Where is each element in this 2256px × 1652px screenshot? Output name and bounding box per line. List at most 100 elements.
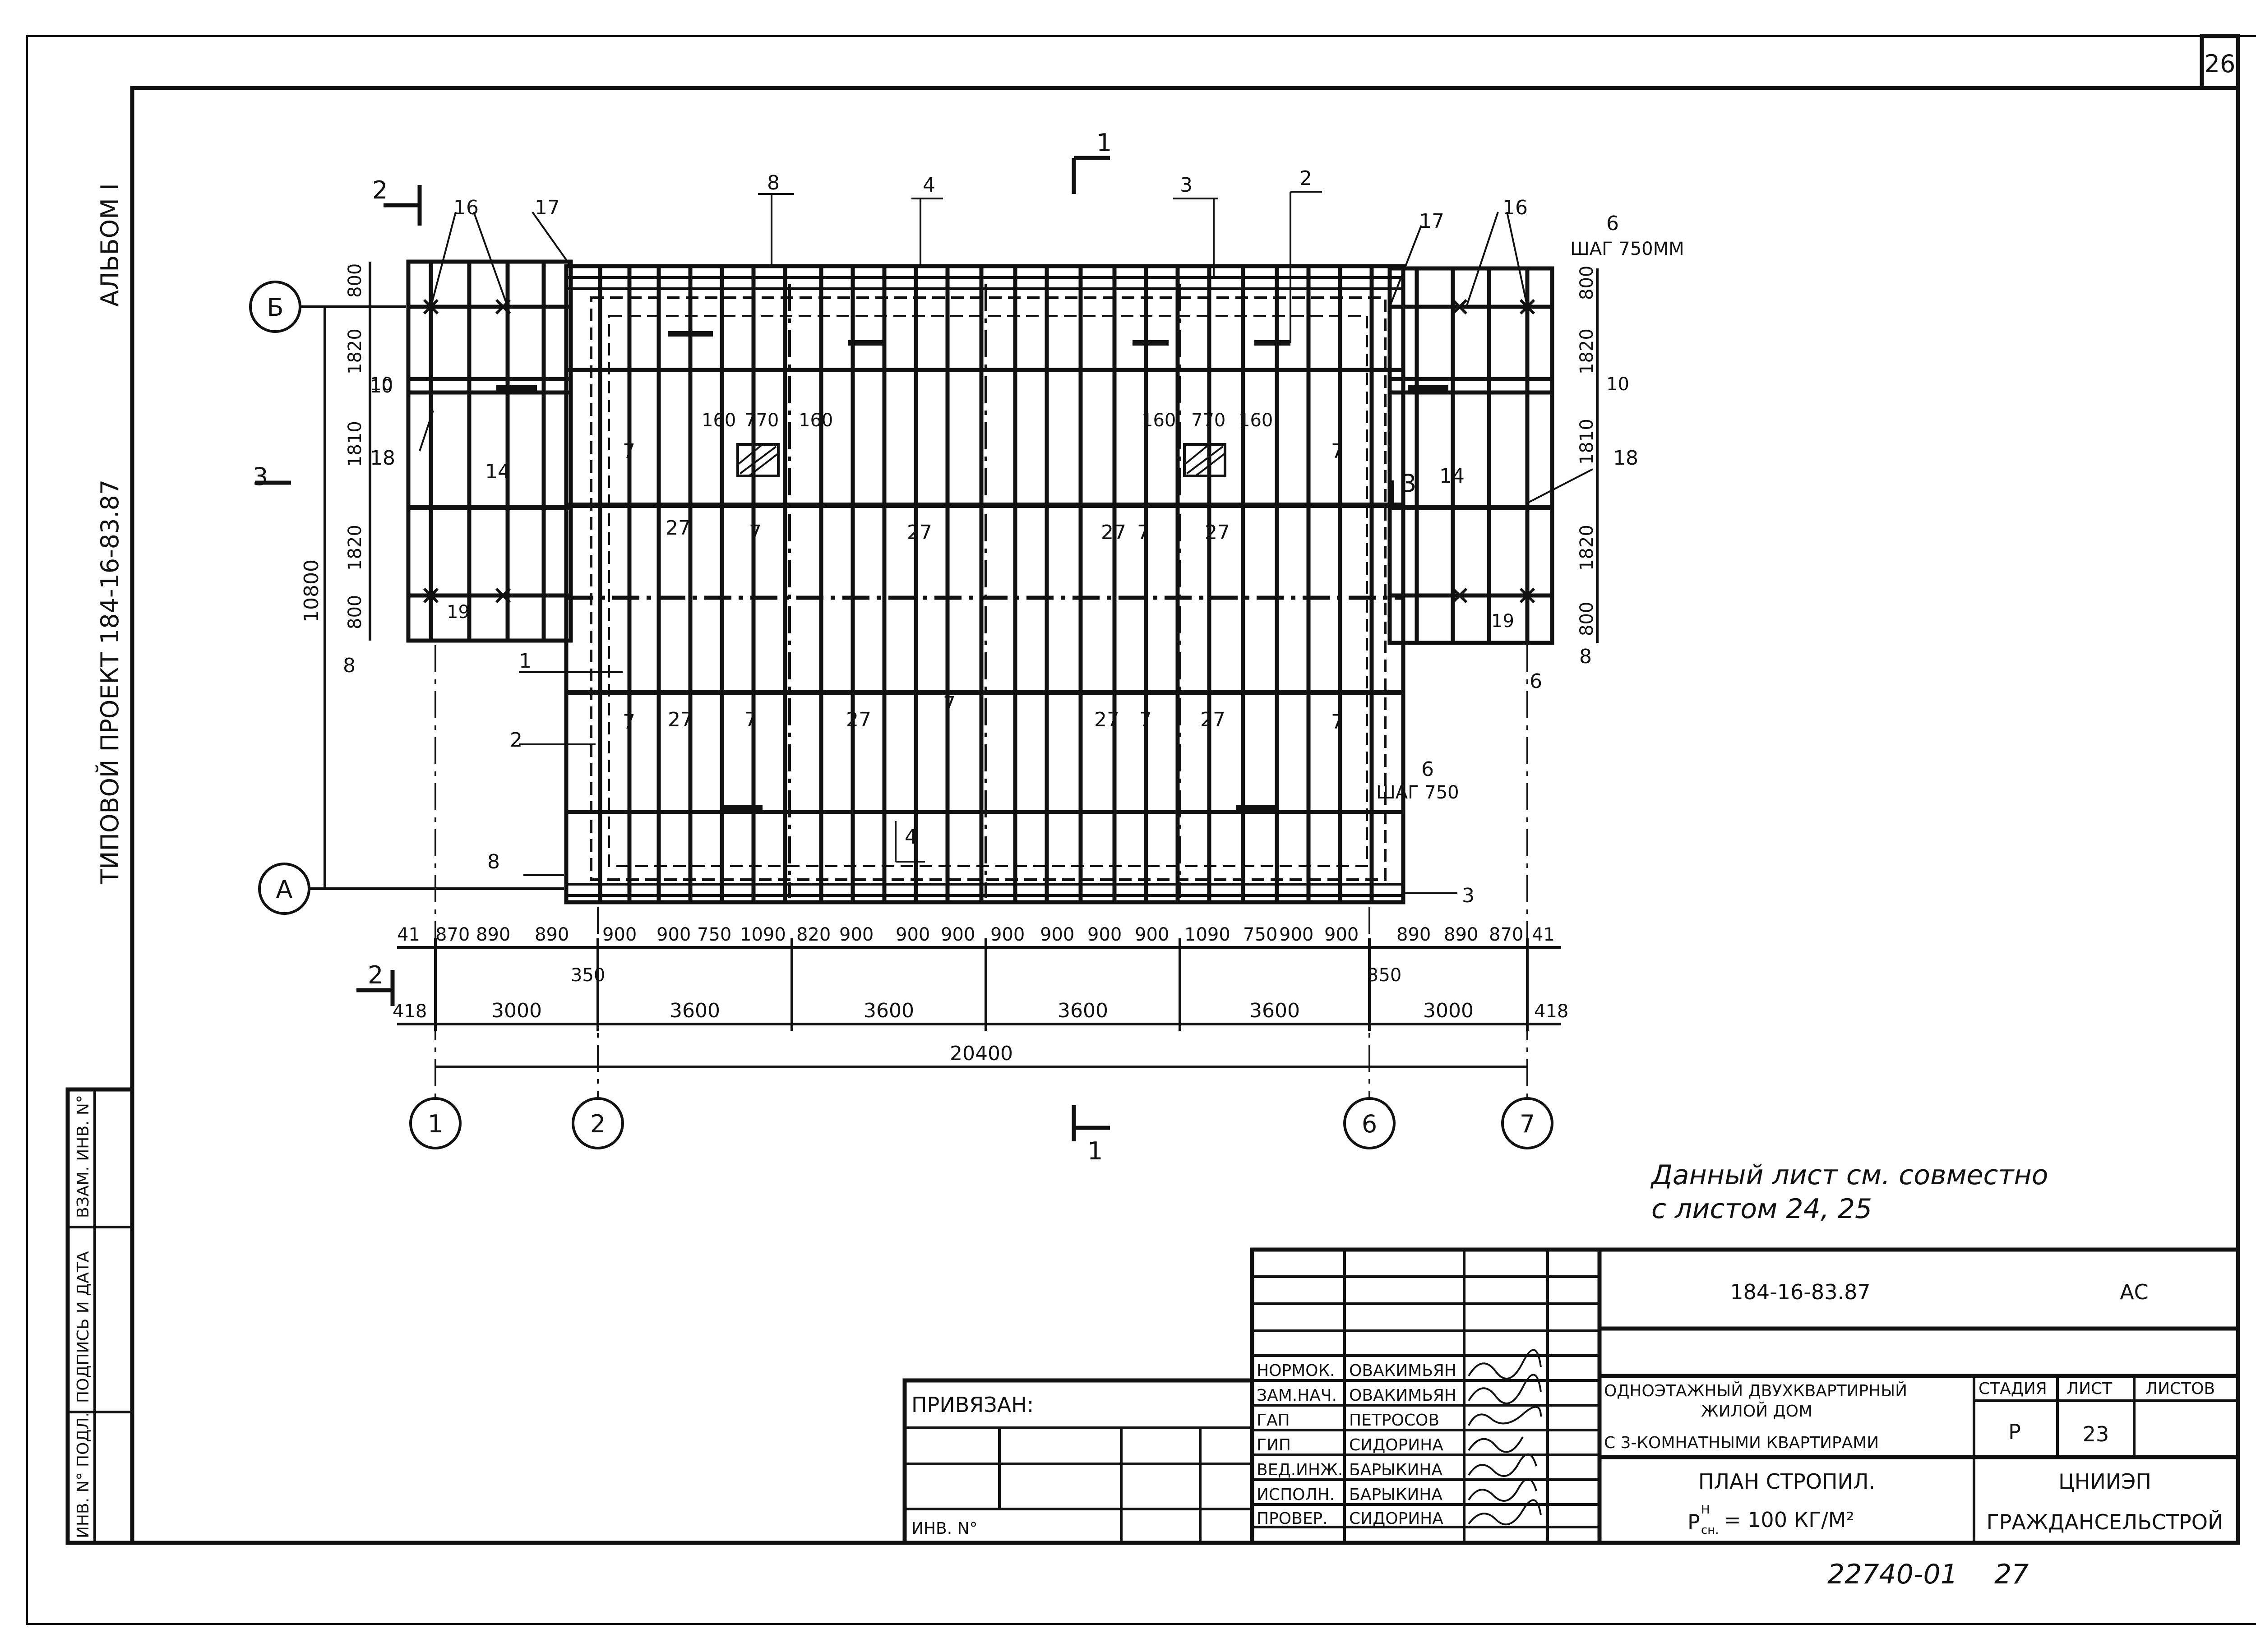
dim-b-12: 900 <box>990 924 1025 945</box>
dim-b-8: 820 <box>796 924 831 945</box>
pos-14-left: 14 <box>485 460 510 483</box>
dim-b-23: 41 <box>1532 924 1555 945</box>
archive-number: 22740-01 <box>1827 1559 1958 1590</box>
pos-27-e: 27 <box>668 708 693 731</box>
dim-l-4: 1820 <box>345 525 365 571</box>
pos-17-right: 17 <box>1419 210 1444 233</box>
dim-l-1: 1820 <box>345 328 365 374</box>
dim-b-13: 900 <box>1040 924 1074 945</box>
step-mid-number: 6 <box>1421 758 1434 781</box>
dim-b-4: 900 <box>602 924 637 945</box>
dimensions-bottom <box>397 938 1561 1068</box>
note-line-2: с листом 24, 25 <box>1651 1193 1872 1225</box>
pos-8-bottom: 8 <box>487 850 500 873</box>
dim-l-0: 800 <box>345 263 365 298</box>
pos-1-left: 1 <box>519 650 532 673</box>
pos-7-d: 7 <box>1331 440 1344 463</box>
axis-row-a: А <box>276 875 293 904</box>
pos-16-right: 16 <box>1502 196 1528 219</box>
role-4: ВЕД.ИНЖ. <box>1257 1461 1343 1479</box>
load-main: P <box>1687 1510 1700 1534</box>
dim-axis-2: 3600 <box>864 999 914 1022</box>
step-mid: ШАГ 750 <box>1376 782 1459 803</box>
pos-7-g: 7 <box>943 692 956 715</box>
page-number: 26 <box>2205 50 2236 78</box>
left-wing-outline <box>406 259 573 643</box>
pos-27-f: 27 <box>846 708 871 731</box>
dim-b-7: 1090 <box>740 924 786 945</box>
name-0: ОВАКИМЬЯН <box>1349 1361 1456 1380</box>
pos-19-right: 19 <box>1491 611 1514 632</box>
dim-r-0: 800 <box>1576 266 1597 300</box>
pos-3-bottom: 3 <box>1462 884 1475 907</box>
dim-b-18: 900 <box>1279 924 1313 945</box>
role-0: НОРМОК. <box>1257 1361 1335 1380</box>
dim-b-6: 750 <box>697 924 731 945</box>
section-1-bottom: 1 <box>1087 1137 1103 1165</box>
org-line-1: ЦНИИЭП <box>2058 1469 2151 1494</box>
pos-8-left: 8 <box>343 654 356 677</box>
project-label: ТИПОВОЙ ПРОЕКТ 184-16-83.87 <box>96 480 124 885</box>
pos-27-c: 27 <box>1101 521 1126 544</box>
tb-mark: АС <box>2120 1280 2149 1304</box>
dim-b-11: 900 <box>941 924 975 945</box>
pos-27-g: 27 <box>1094 708 1119 731</box>
dim-b-3: 890 <box>535 924 569 945</box>
pos-7-e: 7 <box>623 711 635 734</box>
pos-27-a: 27 <box>666 517 691 540</box>
dim-axis-4: 3600 <box>1249 999 1300 1022</box>
dim-350-right: 350 <box>1367 965 1401 986</box>
axis-col-2: 2 <box>590 1110 606 1138</box>
sheets-header: ЛИСТОВ <box>2145 1380 2215 1398</box>
dim-r-1: 1820 <box>1576 328 1597 374</box>
stamp-vzam-inv: ВЗАМ. ИНВ. N° <box>74 1095 92 1218</box>
pos-27-b: 27 <box>907 521 932 544</box>
pos-27-h: 27 <box>1200 708 1225 731</box>
pos-7-f: 7 <box>744 708 757 731</box>
sheet-header: ЛИСТ <box>2066 1380 2113 1398</box>
stamp-inv-podl: ИНВ. N° ПОДЛ. <box>74 1412 92 1538</box>
dim-b-9: 900 <box>839 924 874 945</box>
dim-b-20: 890 <box>1396 924 1431 945</box>
role-1: ЗАМ.НАЧ. <box>1257 1386 1337 1405</box>
axis-col-7: 7 <box>1520 1110 1535 1138</box>
opening-left <box>736 443 780 477</box>
stage-header: СТАДИЯ <box>1979 1380 2047 1398</box>
archive-sheet: 27 <box>1994 1559 2029 1590</box>
pos-4-bottom: 4 <box>905 826 917 849</box>
dim-axis-5: 3000 <box>1423 999 1474 1022</box>
pos-2-left: 2 <box>510 729 522 752</box>
rafter-plan <box>406 259 1554 904</box>
dim-b-15: 900 <box>1135 924 1169 945</box>
axis-col-6: 6 <box>1362 1110 1377 1138</box>
dim-l-3: 1810 <box>345 421 365 467</box>
inv-no-label: ИНВ. N° <box>911 1519 978 1538</box>
dim-r-2: 10 <box>1606 374 1629 395</box>
org-line-2: ГРАЖДАНСЕЛЬСТРОЙ <box>1987 1510 2224 1534</box>
dim-axis-1: 3600 <box>670 999 720 1022</box>
pos-7-c: 7 <box>1137 521 1150 544</box>
section-3-left: 3 <box>253 462 268 491</box>
step-top-number: 6 <box>1606 212 1619 235</box>
opening-dim-r-1: 770 <box>1191 410 1225 431</box>
building-line-1: ОДНОЭТАЖНЫЙ ДВУХКВАРТИРНЫЙ <box>1604 1381 1907 1400</box>
dim-b-1: 870 <box>435 924 470 945</box>
dim-b-19: 900 <box>1324 924 1359 945</box>
sheet-title: ПЛАН СТРОПИЛ. <box>1698 1469 1875 1494</box>
pos-2-top: 2 <box>1299 167 1312 190</box>
pos-7-b: 7 <box>749 521 762 544</box>
pos-7-i: 7 <box>1331 711 1344 734</box>
load-value: = 100 КГ/М² <box>1724 1508 1854 1532</box>
section-marks: 1 1 2 2 3 3 <box>253 129 1416 1165</box>
pos-14-right: 14 <box>1439 465 1465 488</box>
dim-b-0: 41 <box>397 924 420 945</box>
load-sup: Н <box>1701 1503 1710 1517</box>
main-roof-outline <box>564 264 1405 904</box>
pos-7-h: 7 <box>1139 708 1152 731</box>
sheet-number: 23 <box>2083 1422 2109 1446</box>
note-line-1: Данный лист см. совместно <box>1650 1159 2048 1191</box>
role-2: ГАП <box>1257 1411 1290 1430</box>
signatures <box>1468 1349 1542 1526</box>
right-wing-outline <box>1387 266 1554 645</box>
pos-6-right: 6 <box>1530 670 1542 693</box>
